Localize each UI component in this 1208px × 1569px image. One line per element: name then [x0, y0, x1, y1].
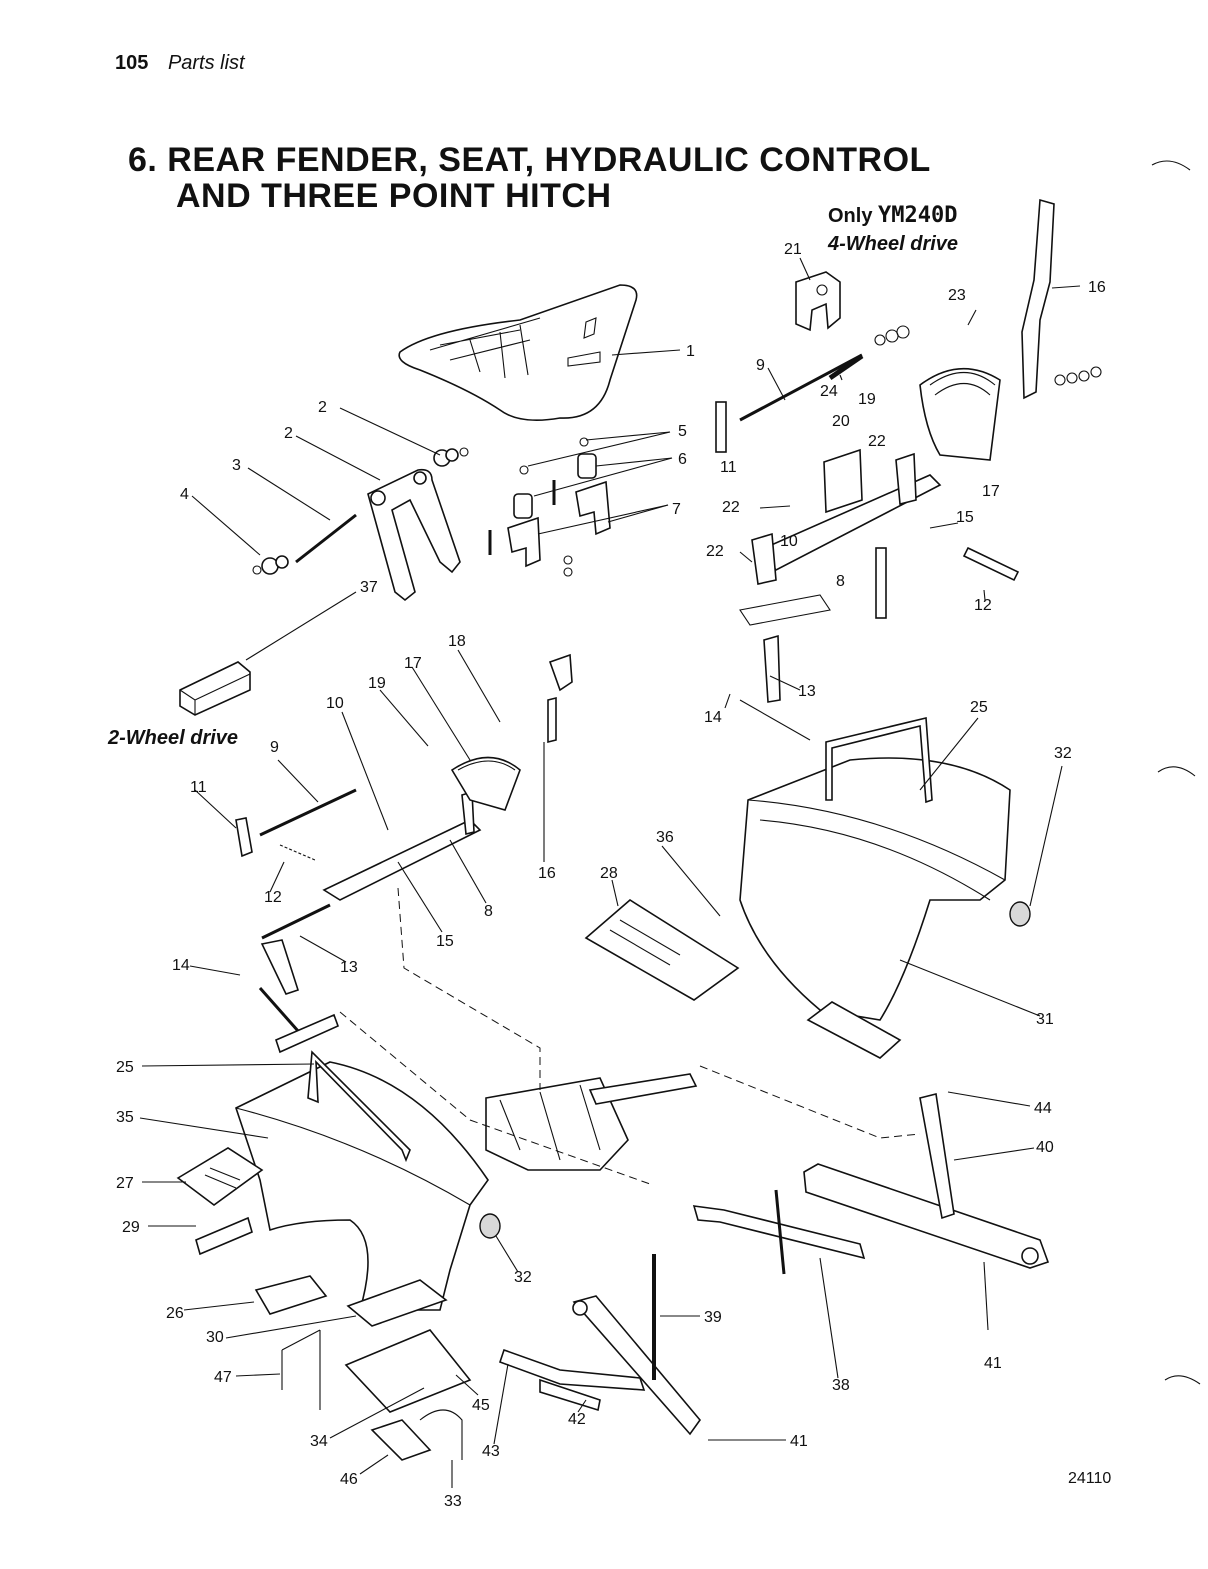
- page-header: 105 Parts list: [115, 52, 245, 75]
- callout-41: 41: [790, 1433, 808, 1450]
- callout-43: 43: [482, 1443, 500, 1460]
- variant-4wd-label: 4-Wheel drive: [828, 233, 959, 255]
- callout-25: 25: [970, 699, 988, 716]
- callout-9: 9: [270, 739, 279, 756]
- part-seat: [398, 284, 638, 421]
- callout-46: 46: [340, 1471, 358, 1488]
- callout-17: 17: [982, 483, 1000, 500]
- callout-11: 11: [720, 459, 737, 476]
- variant-model-label: Only YM240D: [828, 203, 958, 228]
- callout-33: 33: [444, 1493, 462, 1510]
- callout-10: 10: [780, 533, 798, 550]
- part-fender-left: [176, 1050, 501, 1461]
- callout-2: 2: [284, 425, 293, 442]
- callout-4: 4: [180, 486, 189, 503]
- diagram-title: 6. REAR FENDER, SEAT, HYDRAULIC CONTROL …: [128, 142, 931, 214]
- part-tool-box: [179, 661, 251, 716]
- edge-mark: [1164, 1375, 1201, 1385]
- edge-mark: [1157, 766, 1196, 777]
- callout-3: 3: [232, 457, 241, 474]
- callout-19: 19: [368, 675, 386, 692]
- section-title: Parts list: [167, 52, 245, 74]
- callout-25: 25: [116, 1059, 134, 1076]
- edge-mark: [1151, 160, 1191, 171]
- callout-37: 37: [360, 579, 378, 596]
- callout-8: 8: [836, 573, 845, 590]
- variant-only-prefix: Only: [828, 205, 873, 227]
- callout-36: 36: [656, 829, 674, 846]
- part-bushing-2a: [433, 447, 469, 467]
- callout-23: 23: [948, 287, 966, 304]
- callout-22: 22: [722, 499, 740, 516]
- callout-40: 40: [1036, 1139, 1054, 1156]
- part-three-point-hitch: [498, 1093, 1050, 1436]
- callout-42: 42: [568, 1411, 586, 1428]
- callout-10: 10: [326, 695, 344, 712]
- callout-1: 1: [686, 343, 695, 360]
- center-line: [699, 1065, 921, 1139]
- page-number: 105: [115, 52, 149, 74]
- callout-22: 22: [706, 543, 724, 560]
- variant-2wd-label: 2-Wheel drive: [108, 727, 239, 749]
- part-seat-mounts: [488, 437, 611, 577]
- callout-2: 2: [318, 399, 327, 416]
- callout-34: 34: [310, 1433, 328, 1450]
- callout-13: 13: [798, 683, 816, 700]
- figure-number: 24110: [1068, 1470, 1112, 1487]
- callout-15: 15: [956, 509, 974, 526]
- callout-18: 18: [448, 633, 466, 650]
- callout-11: 11: [190, 779, 207, 796]
- callout-17: 17: [404, 655, 422, 672]
- leader-lines: [139, 257, 1081, 1488]
- callout-13: 13: [340, 959, 358, 976]
- variant-model: YM240D: [878, 203, 958, 228]
- callout-35: 35: [116, 1109, 134, 1126]
- callout-32: 32: [1054, 745, 1072, 762]
- callout-29: 29: [122, 1219, 140, 1236]
- callout-14: 14: [704, 709, 722, 726]
- callout-27: 27: [116, 1175, 134, 1192]
- callout-14: 14: [172, 957, 190, 974]
- part-seat-bracket: [367, 468, 461, 602]
- callout-15: 15: [436, 933, 454, 950]
- callout-41: 41: [984, 1355, 1002, 1372]
- callout-47: 47: [214, 1369, 232, 1386]
- callout-6: 6: [678, 451, 687, 468]
- center-line: [397, 887, 541, 1090]
- callout-45: 45: [472, 1397, 490, 1414]
- callout-24: 24: [820, 383, 838, 400]
- callout-9: 9: [756, 357, 765, 374]
- part-bushing-2b: [252, 555, 289, 575]
- callout-38: 38: [832, 1377, 850, 1394]
- center-line: [339, 1011, 651, 1185]
- callout-39: 39: [704, 1309, 722, 1326]
- callout-16: 16: [538, 865, 556, 882]
- callout-8: 8: [484, 903, 493, 920]
- callout-26: 26: [166, 1305, 184, 1322]
- callout-22: 22: [868, 433, 886, 450]
- part-hydraulic-valve: [485, 1073, 698, 1171]
- part-2wd-control: [235, 653, 573, 1054]
- callout-31: 31: [1036, 1011, 1054, 1028]
- callout-21: 21: [784, 241, 802, 258]
- callout-20: 20: [832, 413, 850, 430]
- callout-28: 28: [600, 865, 618, 882]
- callout-30: 30: [206, 1329, 224, 1346]
- callout-44: 44: [1034, 1100, 1052, 1117]
- callout-5: 5: [678, 423, 687, 440]
- callout-32: 32: [514, 1269, 532, 1286]
- callout-7: 7: [672, 501, 681, 518]
- callout-12: 12: [264, 889, 282, 906]
- title-line-2: AND THREE POINT HITCH: [176, 177, 612, 215]
- callout-19: 19: [858, 391, 876, 408]
- part-fender-right: [584, 717, 1031, 1059]
- title-line-1: 6. REAR FENDER, SEAT, HYDRAULIC CONTROL: [128, 141, 931, 179]
- callout-16: 16: [1088, 279, 1106, 296]
- callout-12: 12: [974, 597, 992, 614]
- part-pin-4: [295, 513, 357, 564]
- part-4wd-control: [715, 198, 1102, 741]
